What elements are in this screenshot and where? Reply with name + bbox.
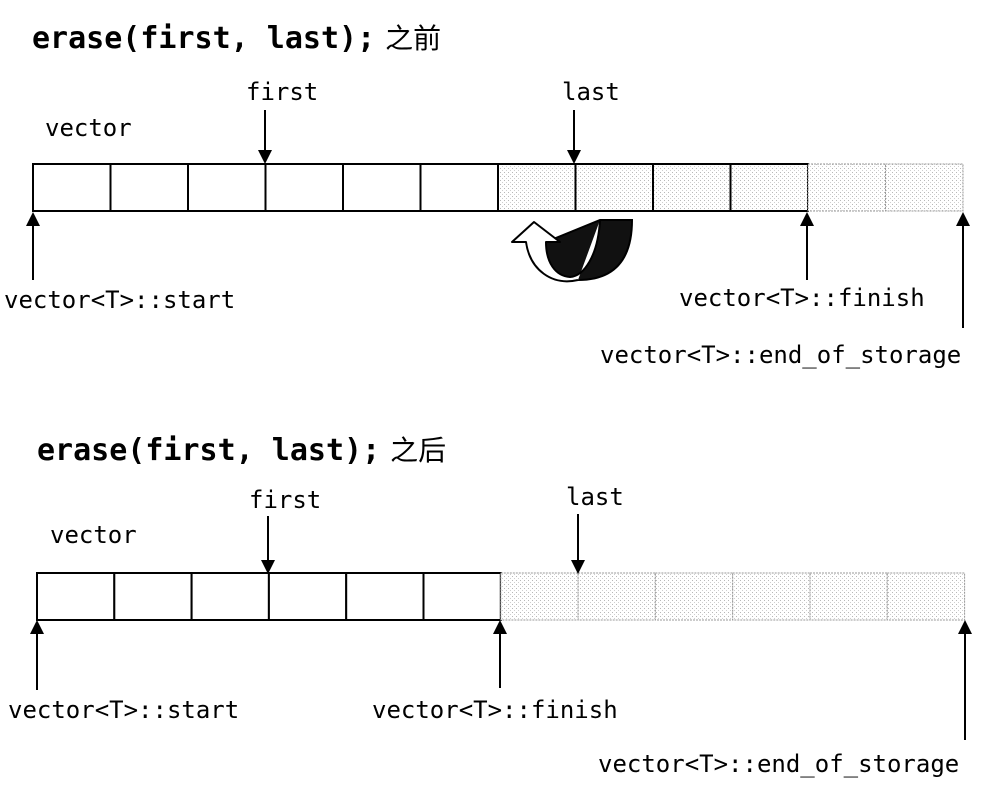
before-start-label: vector<T>::start xyxy=(4,286,235,314)
after-title: erase(first, last);之后 xyxy=(37,433,446,468)
vector-cell-used xyxy=(729,163,809,212)
vector-cell-used xyxy=(187,163,267,212)
after-vector-label: vector xyxy=(50,521,137,549)
after-start-arrow xyxy=(30,620,44,690)
vector-cell-used xyxy=(574,163,654,212)
before-cells xyxy=(32,163,964,212)
vector-cell-unused xyxy=(885,163,964,212)
before-start-arrow xyxy=(26,212,40,280)
after-cells xyxy=(36,572,966,621)
vector-cell-used xyxy=(32,163,112,212)
vector-cell-used xyxy=(36,572,116,621)
vector-cell-used xyxy=(422,572,502,621)
after-end-arrow xyxy=(958,620,972,740)
before-end-label: vector<T>::end_of_storage xyxy=(600,341,961,369)
before-finish-arrow xyxy=(800,212,814,280)
vector-cell-unused xyxy=(809,572,888,621)
vector-cell-used xyxy=(113,572,193,621)
before-finish-label: vector<T>::finish xyxy=(679,284,925,312)
before-last-arrow xyxy=(567,110,581,164)
after-last-arrow xyxy=(571,514,585,574)
vector-cell-used xyxy=(267,572,348,621)
before-title: erase(first, last);之前 xyxy=(32,21,441,56)
before-vector-label: vector xyxy=(45,114,132,142)
vector-cell-unused xyxy=(886,572,966,621)
before-first-label: first xyxy=(246,78,318,106)
vector-cell-unused xyxy=(807,163,886,212)
after-finish-arrow xyxy=(493,620,507,688)
vector-cell-unused xyxy=(732,572,811,621)
vector-cell-used xyxy=(652,163,732,212)
before-end-arrow xyxy=(956,212,970,328)
vector-cell-used xyxy=(342,163,422,212)
vector-cell-unused xyxy=(500,572,579,621)
before-section: erase(first, last);之前 vector first last xyxy=(4,21,970,369)
vector-cell-unused xyxy=(577,572,656,621)
after-finish-label: vector<T>::finish xyxy=(372,696,618,724)
vector-cell-used xyxy=(497,163,577,212)
vector-cell-used xyxy=(345,572,425,621)
after-first-label: first xyxy=(249,486,321,514)
after-end-label: vector<T>::end_of_storage xyxy=(598,750,959,778)
after-section: erase(first, last);之后 vector first last … xyxy=(8,433,972,778)
before-first-arrow xyxy=(258,110,272,164)
vector-cell-used xyxy=(109,163,189,212)
after-start-label: vector<T>::start xyxy=(8,696,239,724)
vector-cell-used xyxy=(264,163,344,212)
before-last-label: last xyxy=(562,78,620,106)
vector-cell-unused xyxy=(654,572,734,621)
after-first-arrow xyxy=(261,516,275,574)
copy-arrow-icon xyxy=(511,219,634,283)
vector-cell-used xyxy=(190,572,270,621)
vector-cell-used xyxy=(419,163,499,212)
after-last-label: last xyxy=(566,483,624,511)
